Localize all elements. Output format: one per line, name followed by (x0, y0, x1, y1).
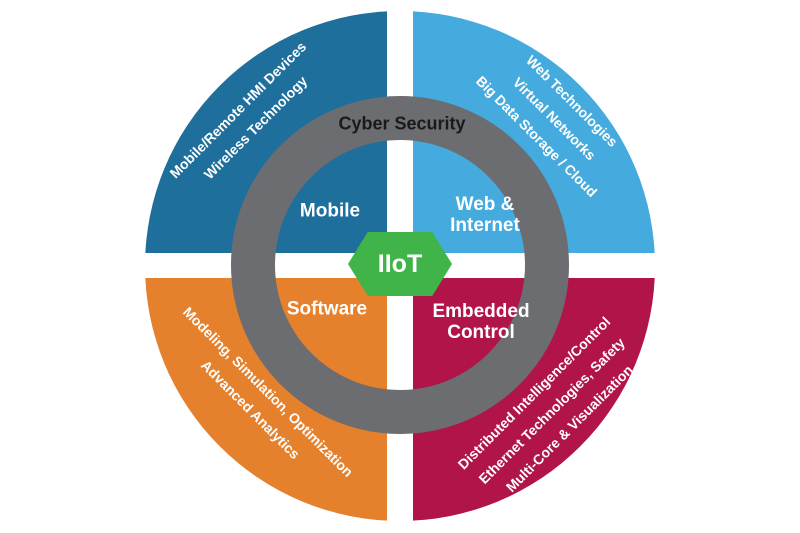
iiot-hexagon: IIoT (348, 232, 452, 296)
label-line: Mobile (299, 200, 361, 222)
label-line: Web & (455, 194, 515, 215)
mobile-label: Mobile (300, 201, 360, 222)
label-line: Embedded (432, 301, 530, 322)
cyber-security-label: Cyber Security (338, 113, 466, 134)
iiot-label: IIoT (377, 249, 423, 278)
embedded-control-label: Embedded Control (432, 301, 529, 343)
label-line: Control (447, 322, 515, 343)
software-label: Software (287, 299, 367, 320)
label-line: Software (286, 298, 368, 320)
label-line: Internet (450, 215, 520, 236)
web-internet-label: Web & Internet (450, 194, 520, 236)
